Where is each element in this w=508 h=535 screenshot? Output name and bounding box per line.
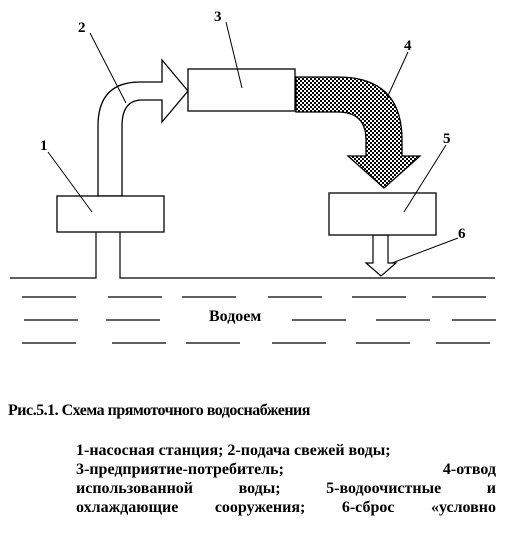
- label-4: 4: [404, 38, 412, 54]
- label-3: 3: [214, 9, 222, 25]
- legend-word: воды;: [238, 480, 281, 497]
- legend-word: 5-водоочистные: [326, 480, 442, 497]
- figure-legend: 1-насосная станция; 2-подача свежей воды…: [76, 441, 496, 517]
- legend-word: «условно: [430, 499, 496, 516]
- consumer-enterprise-box: [187, 68, 296, 112]
- label-5: 5: [443, 131, 451, 147]
- legend-line-1: 1-насосная станция; 2-подача свежей воды…: [76, 442, 391, 459]
- legend-line-4: охлаждающие сооружения; 6-сброс «условно: [76, 498, 496, 517]
- legend-line-2: 3-предприятие-потребитель; 4-отвод: [76, 460, 496, 479]
- legend-word: 4-отвод: [442, 461, 496, 478]
- label-6: 6: [458, 226, 466, 242]
- treatment-facilities-box: [328, 192, 437, 236]
- legend-word: 3-предприятие-потребитель;: [76, 461, 284, 478]
- waste-water-discharge-arrow: [295, 76, 422, 189]
- label-2: 2: [78, 20, 86, 36]
- legend-word: использованной: [76, 480, 193, 497]
- fresh-water-supply-arrow: [97, 58, 189, 197]
- legend-word: 6-сброс: [341, 499, 395, 516]
- water-supply-diagram: Водоем 1 2 3 4 5 6: [10, 9, 496, 344]
- legend-word: и: [486, 480, 496, 497]
- reservoir-label: Водоем: [209, 308, 261, 325]
- figure-caption: Рис.5.1. Схема прямоточного водоснабжени…: [8, 402, 310, 419]
- water-surface-dashes: [22, 296, 496, 344]
- discharge-arrow: [364, 234, 398, 277]
- pumping-station-box: [56, 195, 165, 233]
- legend-line-3: использованной воды; 5-водоочистные и: [76, 479, 496, 498]
- legend-word: сооружения;: [214, 499, 306, 516]
- leader-lines: [47, 21, 459, 264]
- label-1: 1: [40, 138, 48, 154]
- ground-line: [10, 232, 495, 279]
- legend-word: охлаждающие: [76, 499, 179, 516]
